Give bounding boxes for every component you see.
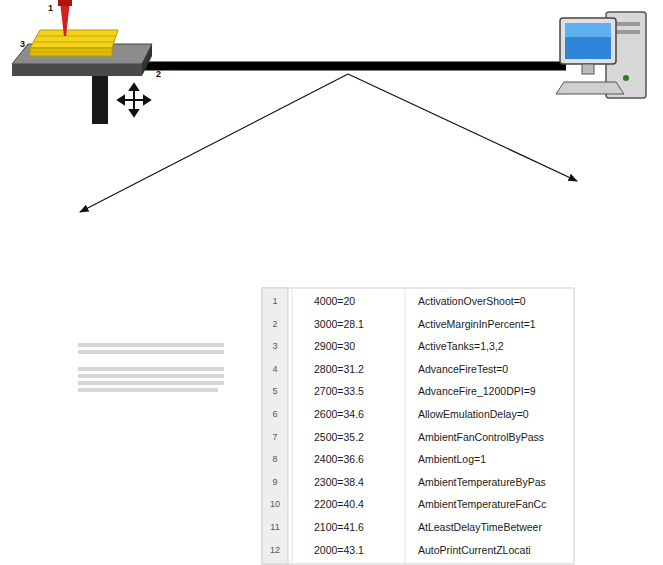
table-cell: 2000=43.1 <box>314 545 364 556</box>
line-number: 3 <box>264 342 286 351</box>
table-cell: AdvanceFireTest=0 <box>418 364 508 375</box>
callout-number: 3 <box>20 40 25 49</box>
line-number: 12 <box>264 546 286 555</box>
table-cell: AmbientLog=1 <box>418 454 486 465</box>
table-cell: 2300=38.4 <box>314 477 364 488</box>
line-number: 4 <box>264 365 286 374</box>
table-cell: 2200=40.4 <box>314 499 364 510</box>
table-cell: 2500=35.2 <box>314 432 364 443</box>
line-number: 9 <box>264 478 286 487</box>
table-cell: 2800=31.2 <box>314 364 364 375</box>
line-number: 5 <box>264 387 286 396</box>
table-cell: ActiveMarginInPercent=1 <box>418 319 536 330</box>
line-number: 6 <box>264 410 286 419</box>
line-number: 2 <box>264 320 286 329</box>
table-cell: AllowEmulationDelay=0 <box>418 409 529 420</box>
table-cell: AdvanceFire_1200DPI=9 <box>418 386 536 397</box>
line-number: 1 <box>264 297 286 306</box>
line-number: 10 <box>264 500 286 509</box>
pointer-arrow <box>348 74 577 181</box>
editor-panel <box>262 288 574 564</box>
table-cell: AutoPrintCurrentZLocati <box>418 545 531 556</box>
line-number: 7 <box>264 433 286 442</box>
table-cell: 4000=20 <box>314 296 355 307</box>
computer-icon <box>556 12 646 98</box>
callout-number: 2 <box>156 70 161 79</box>
callout-number: 1 <box>48 4 53 13</box>
line-number: 8 <box>264 455 286 464</box>
table-cell: AmbientFanControlByPass <box>418 432 544 443</box>
table-cell: 2900=30 <box>314 341 355 352</box>
table-cell: 2700=33.5 <box>314 386 364 397</box>
table-cell: 2600=34.6 <box>314 409 364 420</box>
table-cell: ActivationOverShoot=0 <box>418 296 526 307</box>
table-cell: 2100=41.6 <box>314 522 364 533</box>
line-number: 11 <box>264 523 286 532</box>
cable <box>140 62 566 71</box>
table-cell: 3000=28.1 <box>314 319 364 330</box>
table-cell: 2400=36.6 <box>314 454 364 465</box>
table-cell: AmbientTemperatureFanCc <box>418 499 546 510</box>
printer-3d <box>12 0 152 124</box>
blurred-text <box>78 343 224 392</box>
table-cell: AmbientTemperatureByPas <box>418 477 546 488</box>
table-cell: AtLeastDelayTimeBetweer <box>418 522 542 533</box>
table-cell: ActiveTanks=1,3,2 <box>418 341 504 352</box>
pointer-arrow <box>80 74 348 212</box>
